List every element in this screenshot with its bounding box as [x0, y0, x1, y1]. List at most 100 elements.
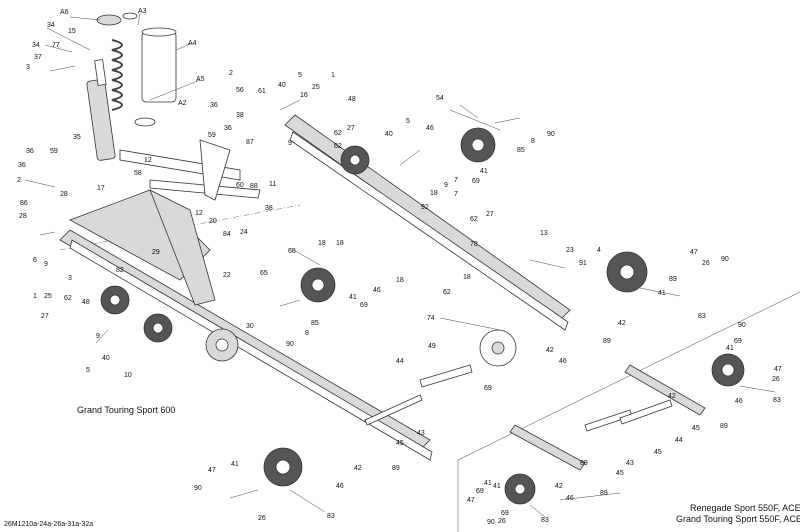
idler-wheel-rear-right [143, 313, 173, 343]
part-callout-15: 15 [68, 28, 76, 35]
part-callout-28b: 28 [19, 213, 27, 220]
part-callout-45c: 45 [654, 449, 662, 456]
part-callout-3a: 3 [26, 64, 30, 71]
part-callout-7a: 7 [454, 177, 458, 184]
part-callout-36b: 36 [224, 125, 232, 132]
part-callout-8a: 8 [531, 138, 535, 145]
part-callout-40a: 40 [278, 82, 286, 89]
part-callout-41e: 41 [231, 461, 239, 468]
part-callout-A3: A3 [138, 8, 147, 15]
part-callout-13: 13 [540, 230, 548, 237]
part-callout-25a: 25 [312, 84, 320, 91]
part-callout-41g: 41 [493, 483, 501, 490]
part-callout-69a: 69 [472, 178, 480, 185]
part-callout-42e: 42 [555, 483, 563, 490]
part-callout-A4: A4 [188, 40, 197, 47]
part-callout-91: 91 [579, 260, 587, 267]
part-callout-16: 16 [300, 92, 308, 99]
leader-lines [44, 12, 776, 518]
part-callout-78: 78 [470, 241, 478, 248]
shock-collar [134, 117, 156, 127]
part-callout-36d: 36 [18, 162, 26, 169]
part-callout-90a: 90 [547, 131, 555, 138]
part-callout-27b: 27 [486, 211, 494, 218]
wheel-54 [460, 127, 496, 163]
part-callout-9b: 9 [444, 182, 448, 189]
part-callout-90f: 90 [194, 485, 202, 492]
part-callout-43b: 43 [626, 460, 634, 467]
part-callout-A6: A6 [60, 9, 69, 16]
wheel-83-inset-top [711, 353, 745, 387]
part-callout-29: 29 [152, 249, 160, 256]
idler-wheel-mid [205, 328, 239, 362]
part-callout-83a: 83 [698, 313, 706, 320]
part-callout-12b: 12 [195, 210, 203, 217]
coil-spring [111, 39, 123, 111]
part-callout-61: 61 [258, 88, 266, 95]
part-callout-69d: 69 [484, 385, 492, 392]
part-callout-40b: 40 [385, 131, 393, 138]
part-callout-42a: 42 [618, 320, 626, 327]
part-callout-35: 35 [73, 134, 81, 141]
idler-wheel-rear-left [100, 285, 130, 315]
part-callout-85a: 85 [517, 147, 525, 154]
part-callout-26c: 26 [258, 515, 266, 522]
part-callout-5c: 5 [86, 367, 90, 374]
part-callout-47b: 47 [774, 366, 782, 373]
part-callout-43a: 43 [417, 430, 425, 437]
wheel-74 [479, 329, 517, 367]
inset-axle-44 [619, 399, 673, 425]
part-callout-41c: 41 [658, 290, 666, 297]
part-callout-8b: 8 [305, 330, 309, 337]
part-callout-22: 22 [223, 272, 231, 279]
part-callout-5b: 5 [406, 118, 410, 125]
part-callout-62d: 62 [64, 295, 72, 302]
part-callout-30: 30 [246, 323, 254, 330]
part-callout-1b: 1 [33, 293, 37, 300]
rear-shock [86, 59, 116, 161]
part-callout-87: 87 [246, 139, 254, 146]
part-callout-27a: 27 [347, 125, 355, 132]
part-callout-18a: 18 [430, 190, 438, 197]
part-callout-17: 17 [97, 185, 105, 192]
part-callout-46e: 46 [336, 483, 344, 490]
part-callout-5a: 5 [298, 72, 302, 79]
part-callout-62b: 62 [334, 143, 342, 150]
part-callout-47a: 47 [690, 249, 698, 256]
bolt-5 [279, 99, 301, 111]
part-callout-92: 92 [421, 204, 429, 211]
part-callout-9c: 9 [44, 261, 48, 268]
part-callout-27c: 27 [41, 313, 49, 320]
part-callout-26d: 26 [498, 518, 506, 525]
wheel-83-bottom [263, 447, 303, 487]
part-callout-59b: 59 [50, 148, 58, 155]
part-callout-83c: 83 [327, 513, 335, 520]
wheel-83-right [606, 251, 648, 293]
part-callout-6: 6 [33, 257, 37, 264]
part-callout-88: 88 [250, 183, 258, 190]
caption-inset-model-2: Grand Touring Sport 550F, ACE [676, 514, 800, 524]
part-callout-20: 20 [209, 218, 217, 225]
part-callout-46f: 46 [566, 495, 574, 502]
part-callout-89d: 89 [392, 465, 400, 472]
main-rail [59, 229, 433, 461]
part-callout-1a: 1 [331, 72, 335, 79]
part-callout-18e: 18 [463, 274, 471, 281]
part-callout-12a: 12 [144, 157, 152, 164]
spring-cap [96, 12, 138, 26]
part-callout-46d: 46 [735, 398, 743, 405]
part-callout-90c: 90 [286, 341, 294, 348]
bolt-8 [494, 117, 521, 124]
part-callout-36c: 36 [26, 148, 34, 155]
part-callout-46a: 46 [426, 125, 434, 132]
part-callout-38a: 38 [236, 112, 244, 119]
part-callout-74: 74 [427, 315, 435, 322]
part-callout-45b: 45 [692, 425, 700, 432]
part-callout-69f: 69 [501, 510, 509, 517]
reference-code: 26M1210a-24a-26a-31a-32a [4, 521, 94, 528]
bolt-3 [49, 65, 76, 72]
part-callout-46c: 46 [559, 358, 567, 365]
inset-divider-line [457, 291, 800, 461]
part-callout-26b: 26 [772, 376, 780, 383]
